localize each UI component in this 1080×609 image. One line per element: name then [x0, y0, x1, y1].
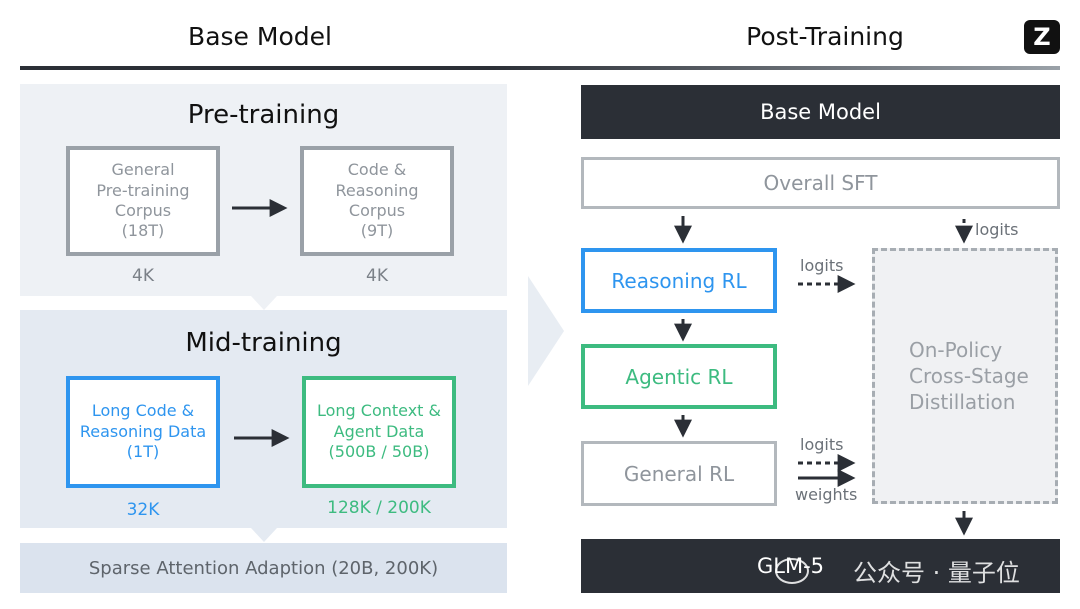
long-code-reasoning-box: Long Code & Reasoning Data (1T) — [66, 376, 220, 488]
reasoning-logits-label: logits — [800, 256, 844, 275]
distillation-box: On-Policy Cross-Stage Distillation — [872, 248, 1058, 504]
reasoning-rl-box: Reasoning RL — [581, 248, 777, 313]
long-context-agent-context: 128K / 200K — [327, 498, 431, 518]
base-model-header: Base Model — [188, 22, 332, 51]
long-context-agent-box: Long Context & Agent Data (500B / 50B) — [302, 376, 456, 488]
zhipu-logo: Z — [1024, 20, 1060, 54]
code-reasoning-corpus-context: 4K — [366, 266, 388, 286]
overall-sft-label: Overall SFT — [763, 171, 878, 195]
post-base-model-bar: Base Model — [581, 85, 1060, 139]
logits-top-label: logits — [975, 220, 1019, 239]
long-context-agent-label: Long Context & Agent Data (500B / 50B) — [316, 401, 442, 462]
pretraining-title: Pre-training — [187, 100, 340, 130]
distillation-label: On-Policy Cross-Stage Distillation — [909, 338, 1029, 414]
pretraining-chevron — [251, 296, 277, 310]
sparse-attention-label: Sparse Attention Adaption (20B, 200K) — [88, 557, 439, 579]
reasoning-rl-label: Reasoning RL — [611, 268, 747, 293]
header-divider — [20, 66, 1060, 70]
general-rl-box: General RL — [581, 441, 777, 506]
agentic-rl-label: Agentic RL — [625, 364, 733, 389]
code-reasoning-corpus-label: Code & Reasoning Corpus (9T) — [335, 160, 419, 241]
code-reasoning-corpus-box: Code & Reasoning Corpus (9T) — [300, 146, 454, 256]
overall-sft-box: Overall SFT — [581, 157, 1060, 209]
general-corpus-label: General Pre-training Corpus (18T) — [96, 160, 190, 241]
watermark: 公众号 · 量子位 — [775, 553, 1020, 588]
stage-transition-chevron — [528, 276, 564, 386]
logo-letter: Z — [1033, 23, 1051, 51]
midtraining-chevron — [251, 528, 277, 542]
midtraining-title: Mid-training — [185, 328, 342, 358]
long-code-reasoning-label: Long Code & Reasoning Data (1T) — [79, 401, 207, 462]
post-base-model-label: Base Model — [760, 100, 881, 124]
general-corpus-context: 4K — [132, 266, 154, 286]
general-corpus-box: General Pre-training Corpus (18T) — [66, 146, 220, 256]
post-training-header: Post-Training — [746, 22, 904, 51]
sparse-attention-bar: Sparse Attention Adaption (20B, 200K) — [20, 543, 507, 593]
long-code-reasoning-context: 32K — [126, 500, 160, 520]
agentic-rl-box: Agentic RL — [581, 344, 777, 409]
watermark-text: 公众号 · 量子位 — [853, 559, 1020, 587]
general-logits-label: logits — [800, 435, 844, 454]
general-weights-label: weights — [795, 485, 858, 504]
wechat-icon — [775, 557, 809, 584]
glm5-output-bar: GLM-5 — [581, 539, 1060, 593]
general-rl-label: General RL — [623, 461, 735, 486]
